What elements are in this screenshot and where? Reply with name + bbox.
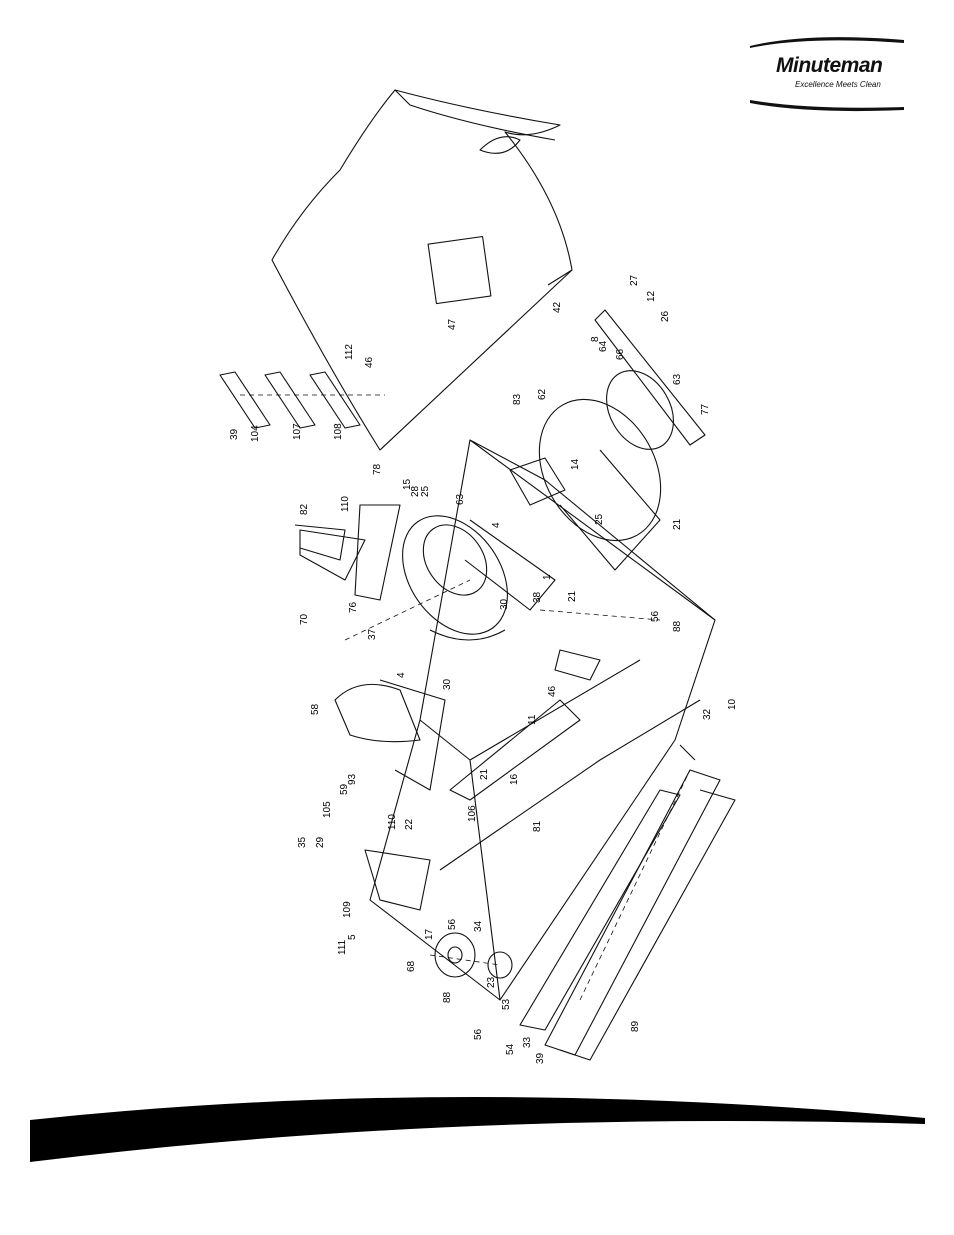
part-callout-33: 33 (522, 1036, 533, 1048)
part-callout-4: 4 (491, 522, 502, 528)
part-callout-62: 62 (537, 388, 548, 400)
part-callout-32: 32 (702, 708, 713, 720)
part-callout-58: 58 (310, 703, 321, 715)
part-callout-39b: 39 (535, 1052, 546, 1064)
logo-swoosh-bottom (750, 100, 904, 112)
part-callout-111: 111 (337, 939, 348, 955)
part-callout-23: 23 (486, 976, 497, 988)
logo-swoosh-top (750, 37, 904, 48)
part-callout-38: 38 (532, 591, 543, 603)
part-callout-63: 63 (672, 373, 683, 385)
grip-104 (219, 371, 271, 429)
part-callout-76: 76 (348, 601, 359, 613)
part-callout-21b: 21 (567, 590, 578, 602)
part-callout-93: 93 (347, 773, 358, 785)
part-callout-56b: 56 (447, 918, 458, 930)
part-callout-56: 56 (650, 610, 661, 622)
handle-bracket (334, 679, 446, 791)
part-callout-83: 83 (512, 393, 523, 405)
part-callout-8: 8 (590, 336, 601, 342)
part-callout-29: 29 (315, 836, 326, 848)
grip-108 (309, 371, 361, 429)
part-callout-30: 30 (442, 678, 453, 690)
footer-swoosh (30, 1096, 925, 1162)
hood-cover (271, 89, 573, 451)
vacuum-motor (402, 515, 556, 641)
part-callout-82: 82 (299, 503, 310, 515)
part-callout-110b: 110 (387, 814, 398, 830)
part-callout-37: 37 (367, 628, 378, 640)
part-callout-25b: 25 (420, 485, 431, 497)
motor-assembly (509, 309, 706, 571)
brand-logo-text: Minuteman (776, 54, 883, 77)
part-callout-56c: 56 (473, 1028, 484, 1040)
part-callout-77: 77 (700, 403, 711, 415)
part-callout-27: 27 (629, 274, 640, 286)
part-callout-21: 21 (672, 518, 683, 530)
part-callout-88: 88 (672, 620, 683, 632)
part-callout-16: 16 (509, 773, 520, 785)
part-callout-12: 12 (646, 290, 657, 302)
part-callout-104: 104 (250, 425, 261, 442)
part-callout-22: 22 (404, 818, 415, 830)
part-callout-14: 14 (570, 458, 581, 470)
part-callout-81: 81 (532, 820, 543, 832)
grip-107 (264, 371, 316, 429)
part-callout-11: 11 (527, 714, 538, 725)
part-callout-42: 42 (552, 301, 563, 313)
part-callout-30b: 30 (499, 598, 510, 610)
part-callout-68: 68 (406, 960, 417, 972)
part-callout-17: 17 (424, 928, 435, 940)
part-callout-53: 53 (501, 998, 512, 1010)
part-callout-10: 10 (727, 698, 738, 710)
part-callout-107: 107 (292, 423, 303, 440)
part-callout-47: 47 (447, 318, 458, 330)
part-callout-46b: 46 (547, 685, 558, 697)
top-bracket (294, 524, 346, 561)
part-callout-66: 66 (615, 348, 626, 360)
part-callout-105: 105 (322, 801, 333, 818)
part-callout-54: 54 (505, 1043, 516, 1055)
part-callout-59: 59 (339, 783, 350, 795)
part-callout-35: 35 (297, 836, 308, 848)
part-callout-63b: 63 (455, 493, 466, 505)
wheel-23 (487, 951, 513, 979)
part-callout-106: 106 (467, 805, 478, 822)
part-callout-88b: 88 (442, 991, 453, 1003)
part-callout-25: 25 (594, 513, 605, 525)
main-chassis (369, 439, 716, 1001)
part-callout-46: 46 (364, 356, 375, 368)
part-callout-4b: 4 (396, 672, 407, 678)
part-callout-64: 64 (598, 340, 609, 352)
part-callout-1: 1 (542, 574, 553, 580)
part-callout-89: 89 (630, 1020, 641, 1032)
wheel-68 (434, 932, 476, 978)
squeegee-rails (449, 699, 736, 1061)
part-callout-26: 26 (660, 310, 671, 322)
part-callout-78: 78 (372, 463, 383, 475)
part-callout-110: 110 (340, 496, 351, 512)
part-callout-5: 5 (347, 934, 358, 940)
brand-tagline: Excellence Meets Clean (795, 80, 881, 89)
part-callout-109: 109 (342, 901, 353, 918)
part-callout-21c: 21 (479, 768, 490, 780)
guard-plate (364, 849, 431, 911)
part-callout-15: 15 (402, 478, 413, 490)
part-callout-112: 112 (344, 344, 355, 360)
part-callout-28: 28 (410, 485, 421, 497)
part-callout-39: 39 (229, 428, 240, 440)
part-callout-108: 108 (333, 423, 344, 440)
part-callout-70: 70 (299, 613, 310, 625)
part-callout-34: 34 (473, 920, 484, 932)
